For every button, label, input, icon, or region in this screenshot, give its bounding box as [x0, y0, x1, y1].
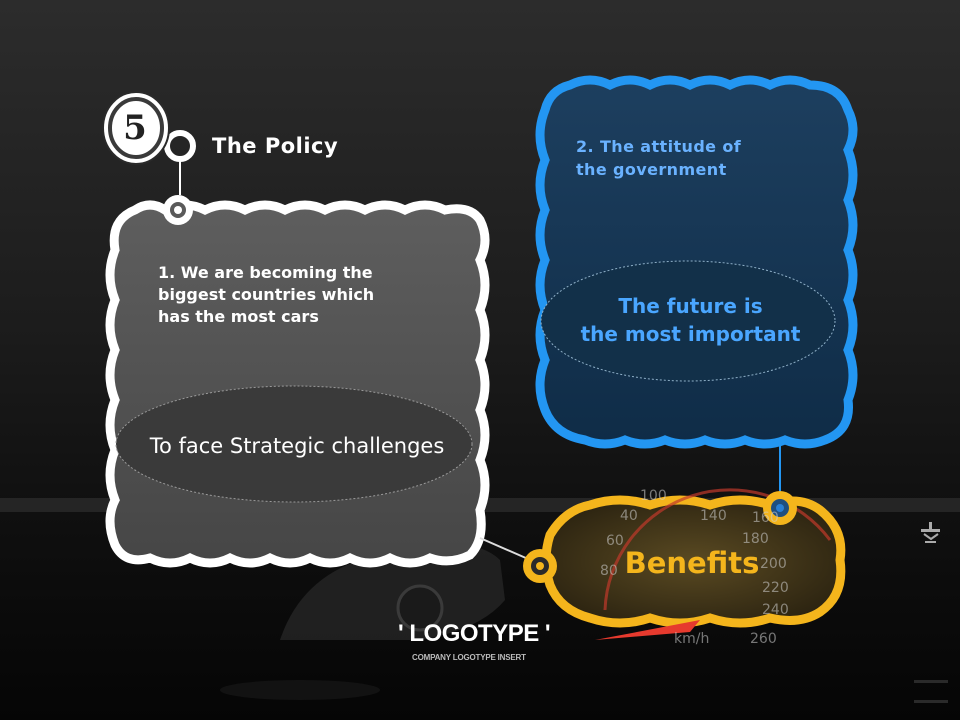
- tick-label: 240: [762, 602, 789, 618]
- tick-label: 60: [606, 533, 624, 549]
- car-wheel: [396, 584, 444, 632]
- car-shadow: [220, 680, 380, 700]
- right-card-shape: [535, 75, 858, 449]
- left-card-text: 1. We are becoming the biggest countries…: [158, 263, 375, 326]
- left-oval-text: To face Strategic challenges: [149, 434, 445, 458]
- tick-label: 140: [700, 508, 727, 524]
- left-card-shape: [105, 195, 490, 568]
- tick-label: 200: [760, 556, 787, 572]
- tick-label: 260: [750, 631, 777, 647]
- double-chevron-down-icon[interactable]: [916, 520, 946, 546]
- page-title: The Policy: [212, 134, 339, 158]
- logo-sub: COMPANY LOGOTYPE INSERT: [412, 653, 526, 662]
- right-oval-text: The future is the most important: [548, 292, 833, 348]
- decor-bar: [914, 680, 948, 683]
- tick-label: 160: [752, 510, 779, 526]
- right-card-text-line: the government: [576, 160, 727, 179]
- right-card-text: 2. The attitude of the government: [576, 135, 796, 181]
- step-badge: [102, 91, 196, 165]
- tick-label: 180: [742, 531, 769, 547]
- step-number: 5: [123, 108, 147, 148]
- speed-unit: km/h: [674, 631, 709, 647]
- car-silhouette: [280, 544, 505, 640]
- benefits-shape: [523, 488, 846, 640]
- benefits-label: Benefits: [624, 546, 760, 580]
- right-card-text-line: 2. The attitude of: [576, 137, 742, 156]
- logo-main: ' LOGOTYPE ': [398, 620, 551, 647]
- tick-label: 220: [762, 580, 789, 596]
- tick-label: 100: [640, 488, 667, 504]
- decor-bar: [914, 700, 948, 703]
- tick-label: 80: [600, 563, 618, 579]
- right-oval-line: the most important: [580, 322, 801, 346]
- speedometer-ticks: 40 60 80 100 140 160 180 200 220 240 260…: [600, 488, 789, 647]
- tick-label: 40: [620, 508, 638, 524]
- right-oval-line: The future is: [618, 294, 763, 318]
